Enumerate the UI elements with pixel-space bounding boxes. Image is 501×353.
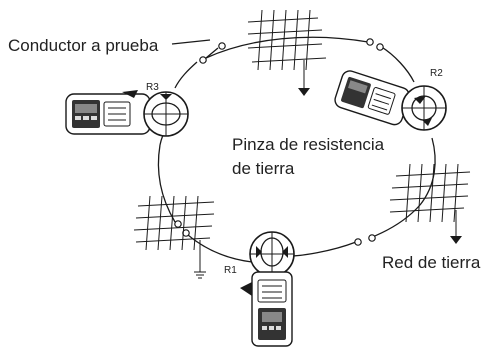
clamp-meter-r3 <box>65 90 189 137</box>
label-r1: R1 <box>224 265 237 276</box>
ground-grid-top <box>247 9 327 96</box>
label-r3: R3 <box>146 82 159 93</box>
ground-grid-bottom-left <box>133 195 215 279</box>
clamp-meter-r1 <box>240 231 295 347</box>
label-r2: R2 <box>430 68 443 79</box>
label-pinza-line1: Pinza de resistencia <box>232 135 385 154</box>
label-pinza-line2: de tierra <box>232 159 295 178</box>
clamp-jaw-r2 <box>401 85 447 131</box>
test-conductor-loop <box>157 36 436 263</box>
label-conductor: Conductor a prueba <box>8 36 159 55</box>
label-red-de-tierra: Red de tierra <box>382 253 481 272</box>
ground-grid-right <box>389 163 471 244</box>
clamp-meter-r2 <box>334 70 410 126</box>
